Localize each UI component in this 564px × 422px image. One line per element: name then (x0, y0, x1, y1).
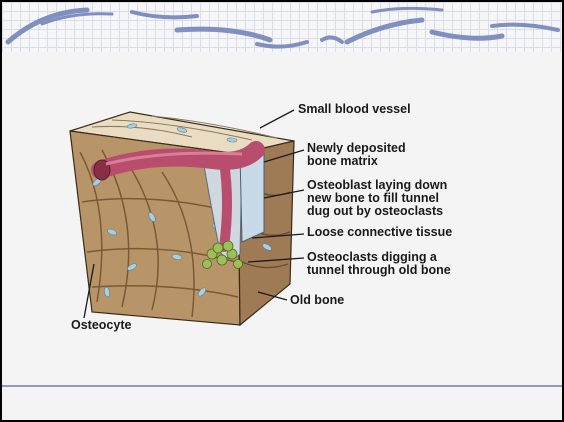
label-small-blood-vessel: Small blood vessel (298, 103, 411, 116)
label-old-bone: Old bone (290, 294, 344, 307)
label-osteoclasts: Osteoclasts digging a tunnel through old… (307, 251, 451, 277)
label-osteoblast: Osteoblast laying down new bone to fill … (307, 179, 447, 218)
decorative-swooshes (8, 8, 558, 46)
label-loose-connective-tissue: Loose connective tissue (307, 226, 452, 239)
label-osteocyte: Osteocyte (71, 319, 131, 332)
bottom-rule (2, 385, 562, 387)
label-new-bone-matrix: Newly deposited bone matrix (307, 142, 406, 168)
